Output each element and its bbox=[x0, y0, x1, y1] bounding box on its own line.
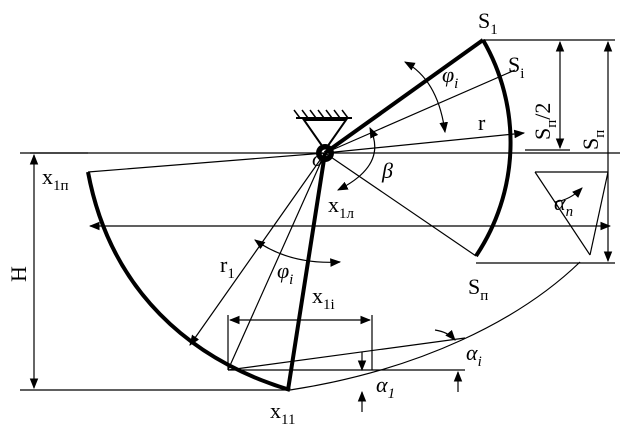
label-x11: x11 bbox=[270, 398, 295, 428]
label-o: o bbox=[312, 146, 323, 171]
label-alpha-i: αi bbox=[466, 340, 482, 370]
upper-arc bbox=[474, 38, 513, 258]
label-x1n-left: x1п bbox=[42, 164, 69, 194]
phi-i-top-arc bbox=[404, 61, 448, 134]
alpha-n-triangle bbox=[534, 171, 609, 256]
label-sn: Sп bbox=[468, 274, 488, 304]
label-si: Si bbox=[508, 52, 524, 82]
lower-arc-thin bbox=[289, 261, 581, 391]
label-r: r bbox=[478, 110, 486, 135]
label-alpha-1: α1 bbox=[376, 372, 395, 402]
radial-lines bbox=[87, 38, 526, 391]
label-x1i: x1i bbox=[312, 283, 335, 313]
label-beta: β bbox=[381, 158, 393, 183]
label-s1: S1 bbox=[478, 8, 498, 38]
beta-arc bbox=[337, 127, 379, 191]
label-sn-dim: Sп bbox=[578, 130, 608, 150]
label-h: H bbox=[6, 266, 31, 282]
label-sn-half: Sп/2 bbox=[530, 103, 560, 140]
label-alpha-n: αп bbox=[554, 190, 573, 220]
label-x1n-center: x1л bbox=[328, 192, 355, 222]
phi-i-bottom-arc bbox=[254, 239, 342, 267]
tangent-line-alpha-i bbox=[227, 337, 466, 371]
label-r1: r1 bbox=[220, 252, 235, 282]
label-phi-i-bottom: φi bbox=[277, 258, 293, 288]
alpha-i-arrows bbox=[434, 329, 463, 392]
label-phi-i-top: φi bbox=[442, 62, 458, 92]
lower-arc bbox=[86, 171, 291, 392]
